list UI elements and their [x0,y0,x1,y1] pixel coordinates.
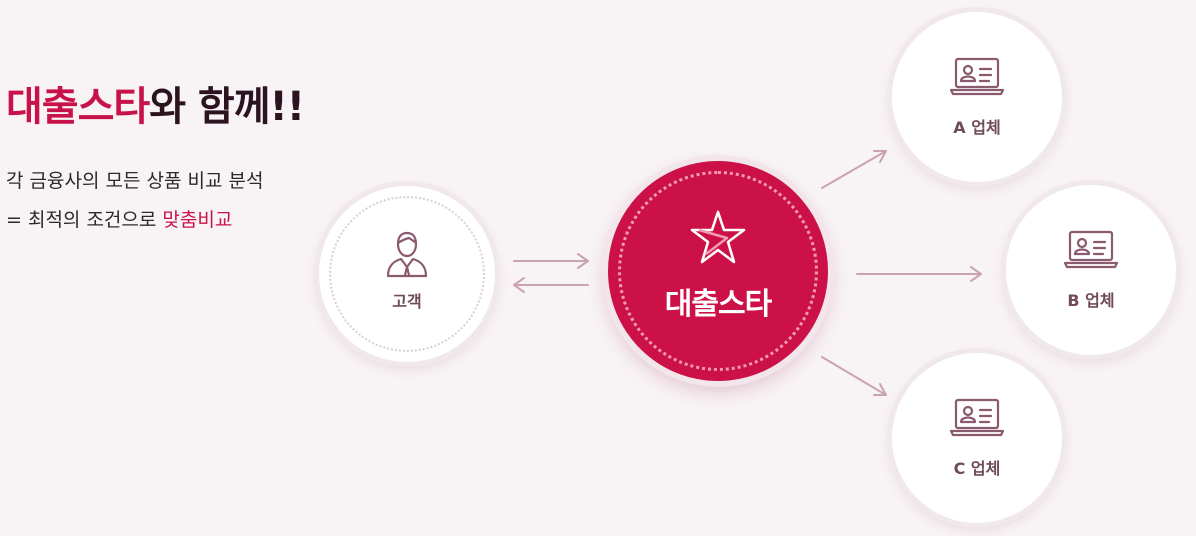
center-node: 대출스타 [608,161,828,381]
vendor-a-label: A 업체 [953,118,1001,137]
description-line-2-prefix: = 최적의 조건으로 [6,209,163,231]
center-node-ring [618,171,818,371]
laptop-profile-icon [1063,229,1119,273]
vendor-b-node: B 업체 [1006,185,1176,355]
vendor-b-label: B 업체 [1067,291,1115,310]
headline-brand: 대출스타 [6,84,150,130]
vendor-c-label: C 업체 [953,459,1001,478]
headline: 대출스타와 함께!! [6,74,305,132]
customer-node: 고객 [319,186,495,362]
arrow-center-to-customer [513,277,589,293]
laptop-profile-icon [949,56,1005,100]
headline-rest: 와 함께!! [149,84,305,130]
arrow-center-to-vendor-a [821,150,887,189]
arrow-center-to-vendor-c [821,356,887,396]
vendor-a-node: A 업체 [892,12,1062,182]
arrow-center-to-vendor-b [856,266,982,282]
arrow-customer-to-center [513,253,589,269]
laptop-profile-icon [949,397,1005,441]
description-line-2: = 최적의 조건으로 맞춤비교 [6,205,232,232]
description-line-1: 각 금융사의 모든 상품 비교 분석 [6,170,264,192]
customer-node-ring [329,196,485,352]
vendor-c-node: C 업체 [892,353,1062,523]
description-highlight: 맞춤비교 [162,209,233,231]
